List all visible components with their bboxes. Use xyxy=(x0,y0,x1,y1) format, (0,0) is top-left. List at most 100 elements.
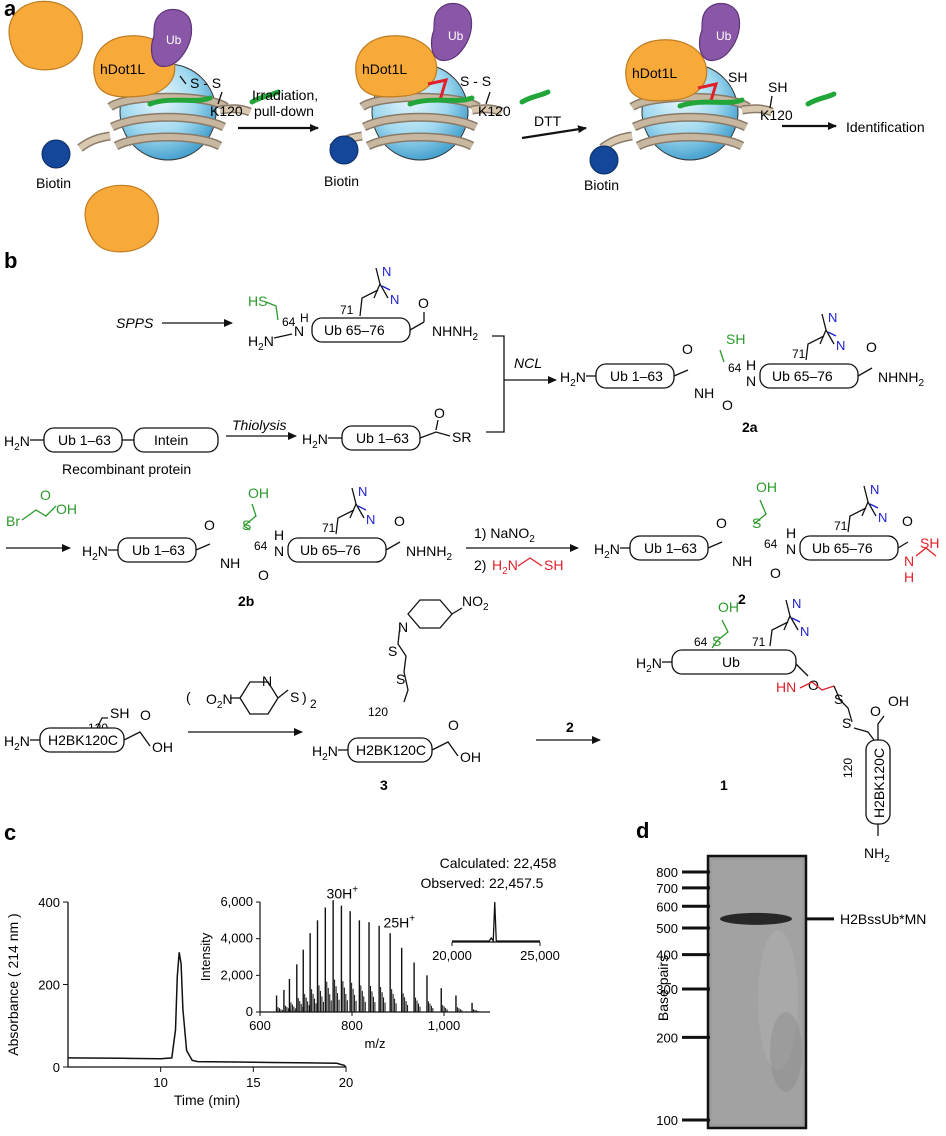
panel-d-label: d xyxy=(636,818,649,843)
oh-h2b-3: OH xyxy=(460,749,481,765)
svg-text:O: O xyxy=(722,397,733,413)
compound-2b-label: 2b xyxy=(238,593,254,609)
sh-label-a1: SH xyxy=(728,69,747,85)
recombinant-label: Recombinant protein xyxy=(62,461,191,477)
svg-text:O: O xyxy=(448,717,459,733)
svg-text:H2N: H2N xyxy=(4,733,30,753)
svg-text:S: S xyxy=(396,671,405,687)
k120-label-2: K120 xyxy=(478,103,511,119)
k120-label-1: K120 xyxy=(210,103,243,119)
hn-1: HN xyxy=(776,679,796,695)
hplc-ytick-label-2: 400 xyxy=(38,895,60,910)
nh-2b: NH xyxy=(220,555,240,571)
biotin-bead-1 xyxy=(41,139,71,169)
hplc-trace xyxy=(67,952,347,1068)
h2n-1: H2N xyxy=(248,333,274,353)
svg-text:N: N xyxy=(262,673,272,689)
compound-1-label: 1 xyxy=(720,777,728,793)
hplc-xtick-label-1: 15 xyxy=(246,1075,260,1090)
gel-ylabel: Base pairs xyxy=(655,955,671,1021)
biotin-label-3: Biotin xyxy=(584,177,619,193)
compound-2-label: 2 xyxy=(738,591,746,607)
nh-2: NH xyxy=(732,553,752,569)
n71-label-2b: 71 xyxy=(322,521,336,535)
compound-2-arrow-label: 2 xyxy=(566,719,574,735)
svg-text:O: O xyxy=(40,487,51,503)
stage-1: Biotin hDot1L Ub S - S K120 xyxy=(36,8,281,191)
svg-text:O: O xyxy=(434,405,445,421)
svg-text:S: S xyxy=(752,515,761,531)
svg-text:H2N: H2N xyxy=(636,655,662,675)
svg-text:H: H xyxy=(746,357,756,373)
compound-2b: H2N Ub 1–63 O NH OH S 64 O H N Ub 65–76 … xyxy=(82,483,452,609)
band-label: H2BssUb*MN xyxy=(840,911,926,927)
ladder-label-5: 300 xyxy=(656,982,678,997)
sh-2: SH xyxy=(920,535,939,551)
svg-text:N: N xyxy=(904,553,914,569)
deconv-xtick-label-0: 20,000 xyxy=(432,948,472,963)
step1-label: 1) NaNO2 xyxy=(474,525,535,545)
svg-text:O: O xyxy=(716,515,727,531)
svg-text:H: H xyxy=(904,569,914,585)
compound-2a: H2N Ub 1–63 O NH SH 64 O H N Ub 65–76 71… xyxy=(560,309,924,435)
ladder-label-1: 700 xyxy=(656,881,678,896)
svg-text:N: N xyxy=(398,619,408,635)
h2bk120c-start: SH 120 H2N H2BK120C O OH xyxy=(4,705,173,755)
panel-a: a Biotin hDot1L Ub S - S K120 Irradiatio… xyxy=(4,0,925,253)
hdot1l-label-1: hDot1L xyxy=(100,61,145,77)
sh-h2b: SH xyxy=(110,705,129,721)
svg-text:N: N xyxy=(274,543,284,559)
ss-label-2: S - S xyxy=(460,73,491,89)
ub-label-3: Ub xyxy=(716,29,732,43)
ms-ytick-label-0: 0 xyxy=(246,1004,253,1019)
svg-text:H2N: H2N xyxy=(492,557,518,577)
ms-xtick-label-1: 800 xyxy=(341,1018,363,1033)
ss-label-1: S - S xyxy=(190,75,221,91)
ladder-label-7: 100 xyxy=(656,1113,678,1128)
ms-ion-25: 25H+ xyxy=(384,914,416,931)
step2-label: 2) xyxy=(474,557,486,573)
ub163-label-2a: Ub 1–63 xyxy=(610,368,663,384)
h2bk120c-label-1c: H2BK120C xyxy=(871,748,887,818)
hdot1l-label-3: hDot1L xyxy=(632,65,677,81)
ub-label-2: Ub xyxy=(448,29,464,43)
n64-label-2b: 64 xyxy=(254,539,268,553)
oh-h2b-1: OH xyxy=(152,739,173,755)
svg-text:O: O xyxy=(418,295,429,311)
n64-label-1c: 64 xyxy=(694,635,708,649)
svg-text:H: H xyxy=(274,527,284,543)
svg-text:H2N: H2N xyxy=(302,431,328,451)
n120-label-1c: 120 xyxy=(841,758,855,778)
n64-label-2: 64 xyxy=(764,537,778,551)
ub163-label-thio: Ub 1–63 xyxy=(356,430,409,446)
stage-3: Biotin hDot1L Ub SH SH K120 xyxy=(584,2,837,193)
ub163-label-2: Ub 1–63 xyxy=(644,540,697,556)
thiolysis-label: Thiolysis xyxy=(232,417,286,433)
svg-text:S: S xyxy=(842,715,851,731)
sr-label: SR xyxy=(452,429,471,445)
svg-text:H: H xyxy=(300,311,309,325)
ladder-label-2: 600 xyxy=(656,899,678,914)
nh-1: N xyxy=(294,323,304,339)
ncl-label: NCL xyxy=(514,355,542,371)
nh-2a: NH xyxy=(694,385,714,401)
ub163-label-2b: Ub 1–63 xyxy=(132,542,185,558)
ms-xtick-label-0: 600 xyxy=(249,1018,271,1033)
deconv-xtick-label-1: 25,000 xyxy=(520,948,560,963)
biotin-label-1: Biotin xyxy=(36,175,71,191)
n71-label-2: 71 xyxy=(834,519,848,533)
svg-text:H2N: H2N xyxy=(594,541,620,561)
ladder-label-6: 200 xyxy=(656,1030,678,1045)
deconv-peak xyxy=(452,901,540,944)
k120-label-3: K120 xyxy=(760,107,793,123)
ladder-label-4: 400 xyxy=(656,948,678,963)
oh-2: OH xyxy=(756,479,777,495)
svg-text:H2N: H2N xyxy=(560,369,586,389)
ub-label-1c: Ub xyxy=(722,654,740,670)
svg-text:H2N: H2N xyxy=(82,543,108,563)
